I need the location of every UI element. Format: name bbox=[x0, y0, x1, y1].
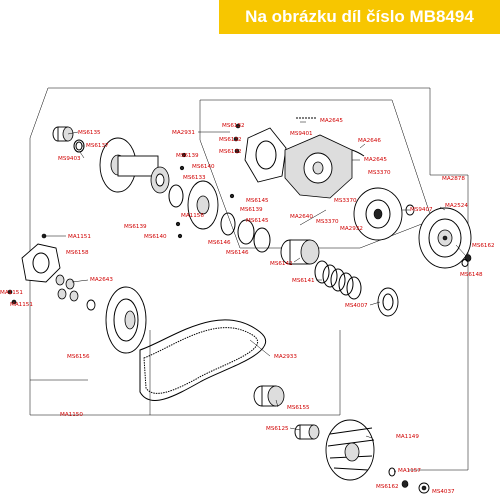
label-ma1157: MA1157 bbox=[398, 468, 421, 474]
rollers-ma2643 bbox=[55, 274, 79, 302]
label-ms4037: MS4037 bbox=[432, 489, 455, 495]
bushing-ms6155 bbox=[253, 385, 285, 407]
label-ma1156: MA1156 bbox=[181, 213, 204, 219]
sleeve-ms6142 bbox=[280, 239, 320, 265]
ramp-plate-ms6158 bbox=[21, 243, 61, 283]
label-ma2931: MA2931 bbox=[172, 130, 195, 136]
label-ms6145-a: MS6145 bbox=[246, 198, 269, 204]
screws-ms6132 bbox=[233, 123, 241, 154]
label-ma1149: MA1149 bbox=[396, 434, 419, 440]
ring-ms4007 bbox=[377, 287, 399, 317]
label-ma2932: MA2932 bbox=[340, 226, 363, 232]
part-labels: MS6135 MS6137 MS9403 MS6139 MS6140 MS613… bbox=[0, 118, 495, 495]
washer-ms6148 bbox=[461, 259, 469, 267]
pulley-ma1156 bbox=[187, 180, 219, 230]
label-ms6132-a: MS6132 bbox=[222, 123, 245, 129]
spring-ms6141 bbox=[314, 260, 362, 300]
plate-ma2646 bbox=[244, 127, 287, 183]
label-ms6132-b: MS6132 bbox=[219, 137, 242, 143]
label-ms4007: MS4007 bbox=[345, 303, 368, 309]
fan-ma1149 bbox=[325, 419, 375, 481]
pulley-ms6133 bbox=[99, 137, 184, 208]
label-ms6155: MS6155 bbox=[287, 405, 310, 411]
label-ms6148: MS6148 bbox=[460, 272, 483, 278]
bearing-ms6135 bbox=[52, 126, 74, 142]
label-ms6135: MS6135 bbox=[78, 130, 101, 136]
clips-ma1151 bbox=[7, 233, 47, 305]
rings-ms6145 bbox=[220, 212, 271, 253]
label-ms6162-b: MS6162 bbox=[376, 484, 399, 490]
label-ms6139-c: MS6139 bbox=[124, 224, 147, 230]
label-ms6158: MS6158 bbox=[66, 250, 89, 256]
label-ma2643: MA2643 bbox=[90, 277, 113, 283]
label-ms3370-c: MS3370 bbox=[316, 219, 339, 225]
bell-ma2524 bbox=[418, 207, 472, 269]
label-ms6139-a: MS6139 bbox=[176, 153, 199, 159]
nut-ms6162-b bbox=[401, 480, 409, 488]
plate-ma2932 bbox=[353, 187, 403, 241]
pulley-ms6156 bbox=[105, 286, 147, 354]
bush-ms6156 bbox=[86, 299, 96, 311]
label-ms6139-b: MS6139 bbox=[240, 207, 263, 213]
header-banner: Na obrázku díl číslo MB8494 bbox=[219, 0, 500, 34]
label-ma1151-c: MA1151 bbox=[10, 302, 33, 308]
label-ma1151-b: MA1151 bbox=[0, 290, 23, 296]
label-ms6140-a: MS6140 bbox=[192, 164, 215, 170]
leader-lines bbox=[44, 121, 467, 487]
label-ma2933: MA2933 bbox=[274, 354, 297, 360]
belt-ma2933 bbox=[139, 319, 267, 402]
label-ma1150: MA1150 bbox=[60, 412, 83, 418]
label-ms9407: MS9407 bbox=[410, 207, 433, 213]
label-ms6156: MS6156 bbox=[67, 354, 90, 360]
label-ma2878: MA2878 bbox=[442, 176, 465, 182]
misc-screws bbox=[175, 152, 235, 239]
label-ms6145-b: MS6145 bbox=[246, 218, 269, 224]
label-ms6140-b: MS6140 bbox=[144, 234, 167, 240]
label-ms3370-b: MS3370 bbox=[334, 198, 357, 204]
label-ma2524: MA2524 bbox=[445, 203, 468, 209]
label-ma2640: MA2640 bbox=[290, 214, 313, 220]
label-ms6137: MS6137 bbox=[86, 143, 109, 149]
label-ms3370-a: MS3370 bbox=[368, 170, 391, 176]
label-ma2645-a: MA2645 bbox=[320, 118, 343, 124]
label-ma2646: MA2646 bbox=[358, 138, 381, 144]
label-ms6146-b: MS6146 bbox=[226, 250, 249, 256]
label-ms6133: MS6133 bbox=[183, 175, 206, 181]
nut-ms4037 bbox=[418, 482, 430, 494]
label-ms9401: MS9401 bbox=[290, 131, 313, 137]
label-ms6162-a: MS6162 bbox=[472, 243, 495, 249]
label-ma2645-b: MA2645 bbox=[364, 157, 387, 163]
label-ms6146-a: MS6146 bbox=[208, 240, 231, 246]
label-ms6125: MS6125 bbox=[266, 426, 289, 432]
label-ms9403: MS9403 bbox=[58, 156, 81, 162]
washer-ma1157 bbox=[388, 467, 396, 477]
label-ms6132-c: MS6132 bbox=[219, 149, 242, 155]
header-title: Na obrázku díl číslo MB8494 bbox=[245, 7, 474, 26]
sleeve-ms6125 bbox=[294, 424, 320, 440]
clutch-ms9401 bbox=[284, 117, 353, 199]
spring-ma2645 bbox=[351, 149, 365, 157]
label-ms6141: MS6141 bbox=[292, 278, 315, 284]
label-ma1151-a: MA1151 bbox=[68, 234, 91, 240]
label-ms6142: MS6142 bbox=[270, 261, 293, 267]
